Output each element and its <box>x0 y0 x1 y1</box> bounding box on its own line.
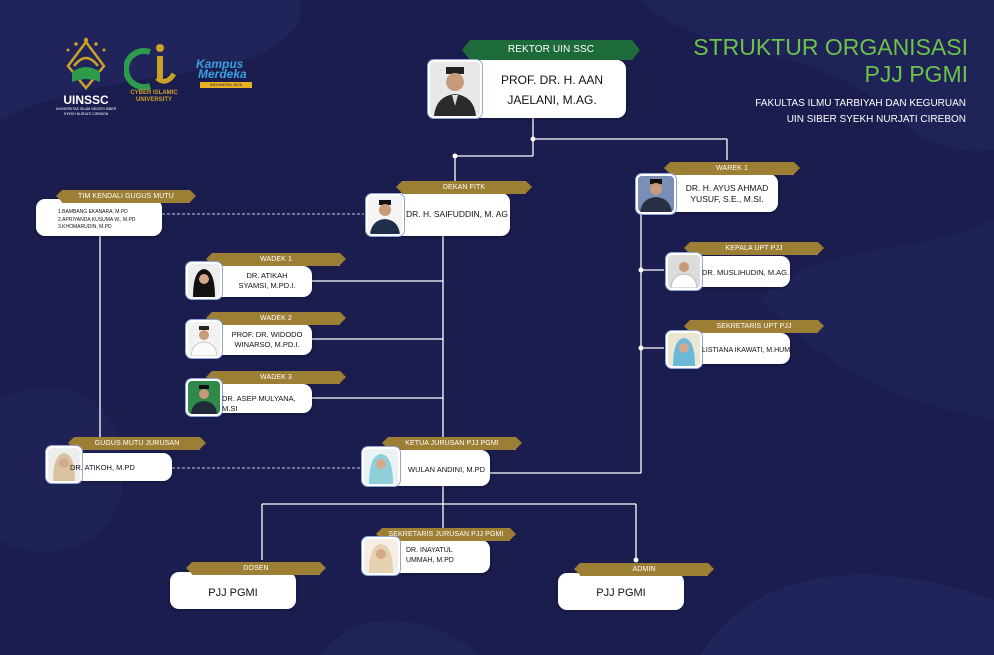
warek1-role-ribbon: WAREK 1 <box>664 162 800 175</box>
dekan-photo <box>366 194 404 236</box>
sekretaris-upt-avatar-icon <box>668 333 700 366</box>
page-subtitle-line1: FAKULTAS ILMU TARBIYAH DAN KEGURUAN <box>755 98 966 109</box>
kepala-upt-avatar-icon <box>668 255 700 288</box>
wadek2-name-line1: PROF. DR. WIDODO <box>231 330 303 339</box>
sekretaris-jurusan-avatar-icon <box>364 539 398 573</box>
wadek1-name: DR. ATIKAH SYAMSI, M.PD.I. <box>224 271 310 291</box>
wadek3-photo <box>186 379 222 416</box>
tim-kendali-members: 1.BAMBANG EKANARA, M.PD 2.APRIYANDA KUSU… <box>58 209 160 232</box>
kampus-merdeka-line2: Merdeka <box>198 67 247 81</box>
sekretaris-jurusan-name: DR. INAYATUL UMMAH, M.PD <box>406 546 486 566</box>
uinssc-emblem-icon <box>66 37 106 90</box>
wadek2-name-line2: WINARSO, M.PD.I. <box>234 340 300 349</box>
sekretaris-upt-role-ribbon: SEKRETARIS UPT PJJ <box>684 320 824 333</box>
page-title-line1: STRUKTUR ORGANISASI <box>693 34 968 60</box>
page-title: STRUKTUR ORGANISASI PJJ PGMI <box>608 34 968 88</box>
tim-kendali-member-3: 3.KHOMARUDIN, M.PD <box>58 224 112 230</box>
admin-card <box>558 573 684 610</box>
warek1-photo <box>636 174 676 214</box>
sekretaris-jurusan-name-line1: DR. INAYATUL <box>406 547 453 554</box>
wadek1-name-line2: SYAMSI, M.PD.I. <box>238 281 296 290</box>
wadek2-role-ribbon: WADEK 2 <box>206 312 346 325</box>
sekretaris-upt-name: LISTIANA IKAWATI, M.HUM. <box>702 347 792 354</box>
ketua-jurusan-photo <box>362 447 400 486</box>
kampus-merdeka-line1: Kampus <box>196 57 244 71</box>
sekretaris-jurusan-role-ribbon: SEKRETARIS JURUSAN PJJ PGMI <box>376 528 516 541</box>
page-subtitle-line2: UIN SIBER SYEKH NURJATI CIREBON <box>786 114 966 125</box>
gugus-mutu-role-ribbon: GUGUS MUTU JURUSAN <box>68 437 206 450</box>
wadek1-avatar-icon <box>188 264 220 297</box>
dekan-avatar-icon <box>368 196 402 234</box>
page-subtitle: FAKULTAS ILMU TARBIYAH DAN KEGURUAN UIN … <box>606 96 966 128</box>
uinssc-logo-caption: UNIVERSITAS ISLAM NEGERI SIBER <box>55 107 117 111</box>
wadek1-photo <box>186 262 222 299</box>
tim-kendali-role-ribbon: TIM KENDALI GUGUS MUTU <box>56 190 196 203</box>
kepala-upt-photo <box>666 253 702 290</box>
kampus-merdeka-line3: INDONESIA JAYA <box>200 82 252 88</box>
kampus-merdeka-logo: Kampus Merdeka INDONESIA JAYA <box>194 58 258 94</box>
cyber-islamic-caption: CYBER ISLAMIC <box>130 90 178 96</box>
warek1-avatar-icon <box>638 176 674 212</box>
admin-name: PJJ PGMI <box>596 587 646 599</box>
ketua-jurusan-avatar-icon <box>364 449 398 484</box>
warek1-name-line2: YUSUF, S.E., M.SI. <box>690 194 764 204</box>
cyber-islamic-logo: CYBER ISLAMIC UNIVERSITY <box>123 42 184 108</box>
cyber-islamic-caption2: UNIVERSITY <box>135 97 172 103</box>
sekretaris-jurusan-photo <box>362 537 400 575</box>
gugus-mutu-name: DR. ATIKOH, M.PD <box>70 463 135 472</box>
uinssc-logo-text: UINSSC <box>63 93 109 107</box>
rektor-role-ribbon: REKTOR UIN SSC <box>462 40 640 60</box>
rektor-avatar-icon <box>430 62 480 116</box>
kepala-upt-name: DR. MUSLIHUDIN, M.AG. <box>702 268 790 277</box>
page-title-line2: PJJ PGMI <box>864 61 968 87</box>
tim-kendali-member-1: 1.BAMBANG EKANARA, M.PD <box>58 209 128 215</box>
dekan-name: DR. H. SAIFUDDIN, M. AG <box>406 209 509 219</box>
rektor-photo <box>428 60 482 118</box>
gugus-mutu-avatar-icon <box>48 448 80 481</box>
sekretaris-upt-photo <box>666 331 702 368</box>
ketua-jurusan-role-ribbon: KETUA JURUSAN PJJ PGMI <box>382 437 522 450</box>
dosen-card <box>170 572 296 609</box>
wadek1-role-ribbon: WADEK 1 <box>206 253 346 266</box>
rektor-name-line1: PROF. DR. H. AAN <box>500 73 604 87</box>
rektor-name-line2: JAELANI, M.AG. <box>507 93 597 107</box>
rektor-name: PROF. DR. H. AAN JAELANI, M.AG. <box>484 70 620 110</box>
ketua-jurusan-name: WULAN ANDINI, M.PD <box>408 465 486 474</box>
cyber-islamic-emblem-icon <box>123 44 177 90</box>
wadek3-role-ribbon: WADEK 3 <box>206 371 346 384</box>
tim-kendali-member-2: 2.APRIYANDA KUSUMA W., M.PD <box>58 216 136 223</box>
dekan-role-ribbon: DEKAN FITK <box>396 181 532 194</box>
admin-role-ribbon: ADMIN <box>574 563 714 576</box>
wadek1-name-line1: DR. ATIKAH <box>246 271 288 280</box>
wadek3-avatar-icon <box>188 381 220 414</box>
dosen-role-ribbon: DOSEN <box>186 562 326 575</box>
kepala-upt-role-ribbon: KEPALA UPT PJJ <box>684 242 824 255</box>
wadek3-name: DR. ASEP MULYANA, M.SI <box>222 394 296 413</box>
uinssc-logo: UINSSC UNIVERSITAS ISLAM NEGERI SIBER SY… <box>52 36 120 120</box>
warek1-name: DR. H. AYUS AHMAD YUSUF, S.E., M.SI. <box>678 183 776 205</box>
wadek2-photo <box>186 320 222 358</box>
sekretaris-jurusan-name-line2: UMMAH, M.PD <box>406 557 454 564</box>
warek1-name-line1: DR. H. AYUS AHMAD <box>685 183 769 193</box>
wadek2-avatar-icon <box>188 322 220 356</box>
dosen-name: PJJ PGMI <box>208 587 258 599</box>
gugus-mutu-photo <box>46 446 82 483</box>
tim-kendali-card <box>36 199 162 236</box>
wadek2-name: PROF. DR. WIDODO WINARSO, M.PD.I. <box>224 330 310 350</box>
uinssc-logo-caption2: SYEKH NURJATI CIREBON <box>63 112 109 116</box>
